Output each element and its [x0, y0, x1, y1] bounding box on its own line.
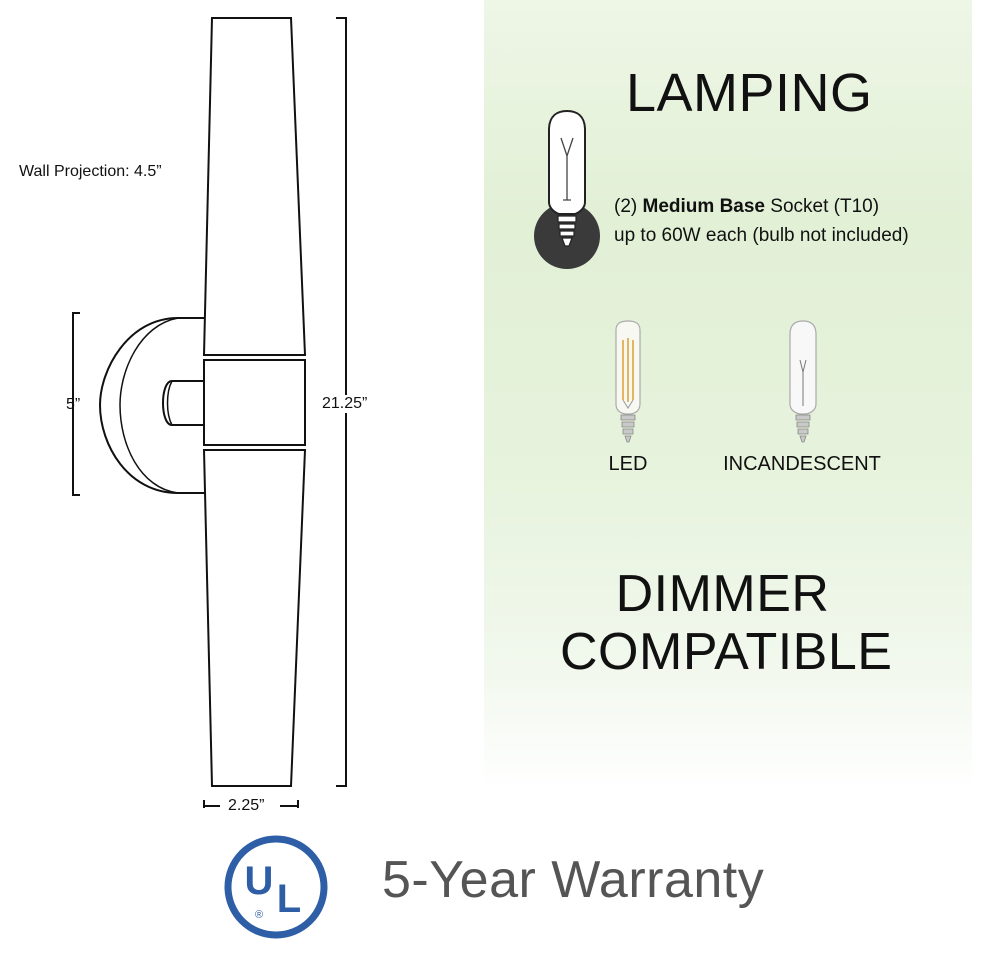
led-label: LED [608, 453, 648, 475]
width-dimension-line [203, 800, 299, 808]
backplate-height-label: 5” [66, 396, 81, 413]
socket-spec-line: (2) Medium Base Socket (T10) [614, 192, 879, 222]
wall-projection-label: Wall Projection: 4.5” [19, 163, 162, 180]
incandescent-label: INCANDESCENT [723, 453, 881, 475]
ul-certification-logo: U L ® [224, 835, 328, 939]
led-bulb-icon [615, 320, 641, 443]
backplate-drawing [98, 317, 205, 494]
overall-height-label: 21.25” [320, 395, 370, 413]
socket-suffix: Socket (T10) [770, 196, 880, 217]
socket-type: Medium Base [642, 196, 765, 217]
width-label: 2.25” [228, 797, 265, 814]
ul-letter-u: U [245, 859, 274, 903]
upper-shade-drawing [202, 17, 307, 356]
socket-bulb-icon [534, 109, 600, 269]
dimmer-compatible-heading: DIMMER COMPATIBLE [560, 565, 893, 681]
dimmer-line: DIMMER [615, 565, 830, 623]
backplate-height-dimension-line [72, 312, 80, 496]
center-collar-drawing [203, 359, 306, 446]
socket-count: (2) [614, 196, 638, 217]
warranty-text: 5-Year Warranty [382, 851, 765, 909]
ul-registered-mark: ® [255, 909, 263, 921]
lamping-heading: LAMPING [626, 63, 873, 123]
wattage-spec: up to 60W each (bulb not included) [614, 225, 909, 246]
ul-letter-l: L [277, 877, 301, 921]
incandescent-bulb-icon [789, 320, 817, 443]
compatible-line: COMPATIBLE [560, 623, 893, 681]
lower-shade-drawing [202, 449, 307, 787]
